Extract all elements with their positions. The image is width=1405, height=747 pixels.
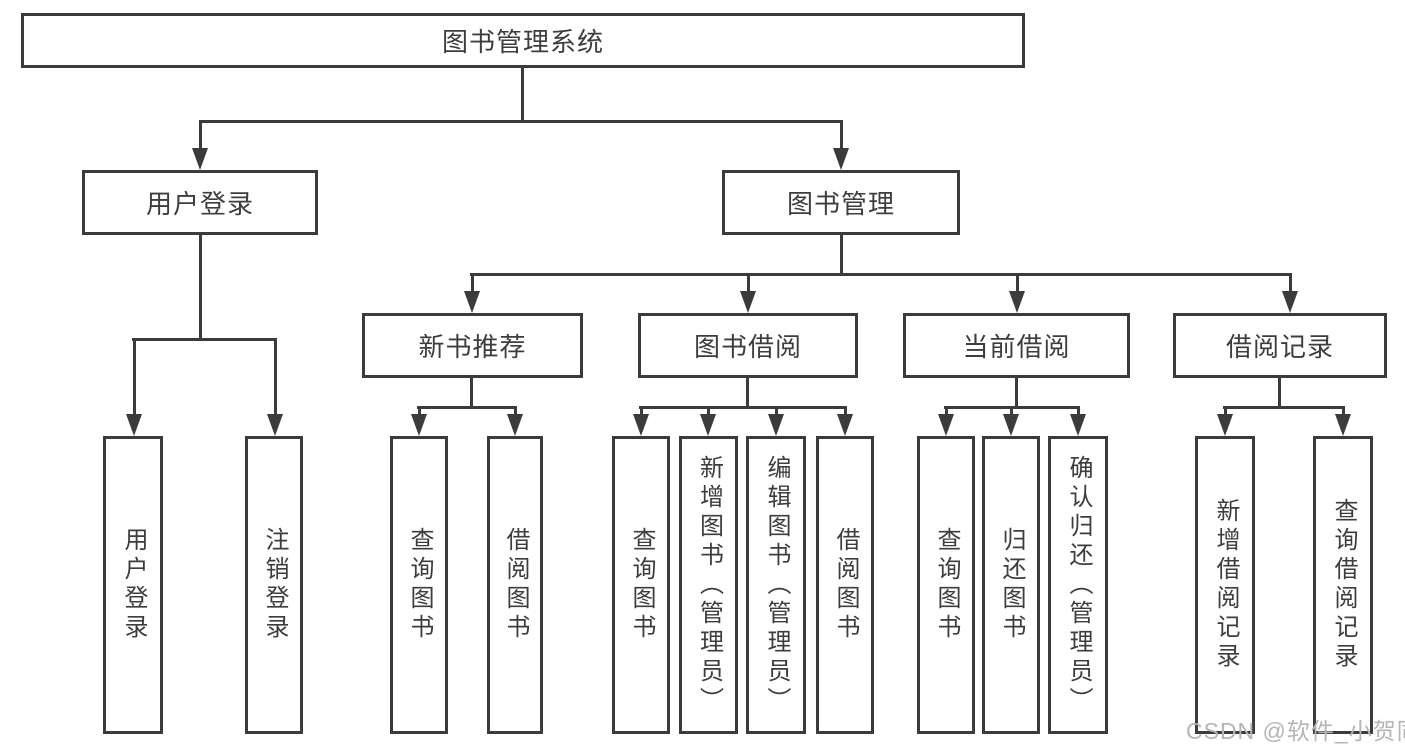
arrow-shaft bbox=[706, 406, 710, 418]
arrowhead-down-icon bbox=[768, 414, 784, 436]
leaf-current-confirm-admin: 确认归还（管理员） bbox=[1048, 436, 1108, 734]
arrow-shaft bbox=[944, 406, 948, 418]
arrow-to-user-login bbox=[192, 120, 208, 170]
arrow-to-book-borrow bbox=[740, 273, 756, 313]
arrowhead-down-icon bbox=[126, 414, 142, 436]
arrow-shaft bbox=[513, 406, 517, 418]
arrowhead-down-icon bbox=[507, 414, 523, 436]
connector-user-login-stub bbox=[199, 235, 202, 338]
connector-book-mgmt-split bbox=[470, 273, 1292, 276]
arrow-shaft bbox=[1223, 406, 1227, 418]
connector-borrow-records-split bbox=[1223, 406, 1345, 409]
arrow-shaft bbox=[132, 338, 136, 418]
arrowhead-down-icon bbox=[1003, 414, 1019, 436]
arrowhead-down-icon bbox=[633, 414, 649, 436]
arrow-to-bb-add bbox=[700, 406, 716, 436]
arrow-shaft bbox=[839, 120, 843, 152]
leaf-borrow-edit-admin: 编辑图书（管理员） bbox=[746, 436, 806, 734]
arrowhead-down-icon bbox=[740, 291, 756, 313]
arrowhead-down-icon bbox=[464, 291, 480, 313]
arrowhead-down-icon bbox=[411, 414, 427, 436]
arrow-to-bb-query bbox=[633, 406, 649, 436]
arrow-to-current-borrow bbox=[1009, 273, 1025, 313]
arrow-shaft bbox=[198, 120, 202, 152]
leaf-borrow-borrow: 借阅图书 bbox=[816, 436, 874, 734]
arrowhead-down-icon bbox=[837, 414, 853, 436]
node-user-login: 用户登录 bbox=[82, 170, 318, 235]
leaf-borrow-query: 查询图书 bbox=[612, 436, 670, 734]
connector-current-borrow-stub bbox=[1015, 378, 1018, 406]
arrowhead-down-icon bbox=[938, 414, 954, 436]
arrowhead-down-icon bbox=[1282, 291, 1298, 313]
node-new-book-rec: 新书推荐 bbox=[362, 313, 583, 378]
leaf-records-query: 查询借阅记录 bbox=[1313, 436, 1373, 734]
arrow-shaft bbox=[746, 273, 750, 295]
arrow-shaft bbox=[639, 406, 643, 418]
arrow-to-book-mgmt bbox=[833, 120, 849, 170]
arrow-to-cb-return bbox=[1003, 406, 1019, 436]
arrowhead-down-icon bbox=[1070, 414, 1086, 436]
arrow-to-nb-borrow bbox=[507, 406, 523, 436]
arrow-shaft bbox=[1341, 406, 1345, 418]
connector-borrow-records-stub bbox=[1278, 378, 1281, 406]
arrow-shaft bbox=[273, 338, 277, 418]
node-book-borrow: 图书借阅 bbox=[638, 313, 858, 378]
leaf-newbook-borrow: 借阅图书 bbox=[487, 436, 543, 734]
connector-new-book-split bbox=[417, 406, 517, 409]
arrowhead-down-icon bbox=[1335, 414, 1351, 436]
arrow-shaft bbox=[1009, 406, 1013, 418]
arrow-shaft bbox=[470, 273, 474, 295]
arrow-to-cb-query bbox=[938, 406, 954, 436]
arrow-to-logout bbox=[267, 338, 283, 436]
arrowhead-down-icon bbox=[700, 414, 716, 436]
arrow-to-cb-confirm bbox=[1070, 406, 1086, 436]
connector-root-stub bbox=[521, 68, 524, 120]
arrow-shaft bbox=[1015, 273, 1019, 295]
connector-book-borrow-stub bbox=[746, 378, 749, 406]
csdn-watermark: CSDN @软件_小贺同学 bbox=[1186, 718, 1405, 744]
connector-new-book-stub bbox=[470, 378, 473, 406]
arrow-to-bb-borrow bbox=[837, 406, 853, 436]
node-book-mgmt: 图书管理 bbox=[722, 170, 960, 235]
arrow-shaft bbox=[843, 406, 847, 418]
leaf-current-return: 归还图书 bbox=[982, 436, 1040, 734]
arrowhead-down-icon bbox=[267, 414, 283, 436]
arrow-to-br-add bbox=[1217, 406, 1233, 436]
arrowhead-down-icon bbox=[833, 148, 849, 170]
leaf-current-query: 查询图书 bbox=[917, 436, 975, 734]
leaf-newbook-query: 查询图书 bbox=[390, 436, 448, 734]
arrow-to-new-book-rec bbox=[464, 273, 480, 313]
arrowhead-down-icon bbox=[1009, 291, 1025, 313]
arrow-shaft bbox=[1288, 273, 1292, 295]
arrow-to-login bbox=[126, 338, 142, 436]
node-library-system-root: 图书管理系统 bbox=[21, 13, 1025, 68]
arrow-to-borrow-records bbox=[1282, 273, 1298, 313]
leaf-records-add: 新增借阅记录 bbox=[1195, 436, 1255, 734]
connector-user-login-split bbox=[132, 338, 277, 341]
arrow-shaft bbox=[417, 406, 421, 418]
connector-book-mgmt-stub bbox=[840, 235, 843, 273]
arrow-to-br-query bbox=[1335, 406, 1351, 436]
node-current-borrow: 当前借阅 bbox=[903, 313, 1130, 378]
arrowhead-down-icon bbox=[1217, 414, 1233, 436]
node-borrow-records: 借阅记录 bbox=[1173, 313, 1387, 378]
leaf-logout: 注销登录 bbox=[245, 436, 303, 734]
arrow-to-nb-query bbox=[411, 406, 427, 436]
arrow-to-bb-edit bbox=[768, 406, 784, 436]
arrowhead-down-icon bbox=[192, 148, 208, 170]
arrow-shaft bbox=[774, 406, 778, 418]
connector-book-borrow-split bbox=[639, 406, 847, 409]
connector-root-split bbox=[199, 120, 843, 123]
arrow-shaft bbox=[1076, 406, 1080, 418]
leaf-user-login: 用户登录 bbox=[103, 436, 163, 734]
leaf-borrow-add-admin: 新增图书（管理员） bbox=[679, 436, 738, 734]
